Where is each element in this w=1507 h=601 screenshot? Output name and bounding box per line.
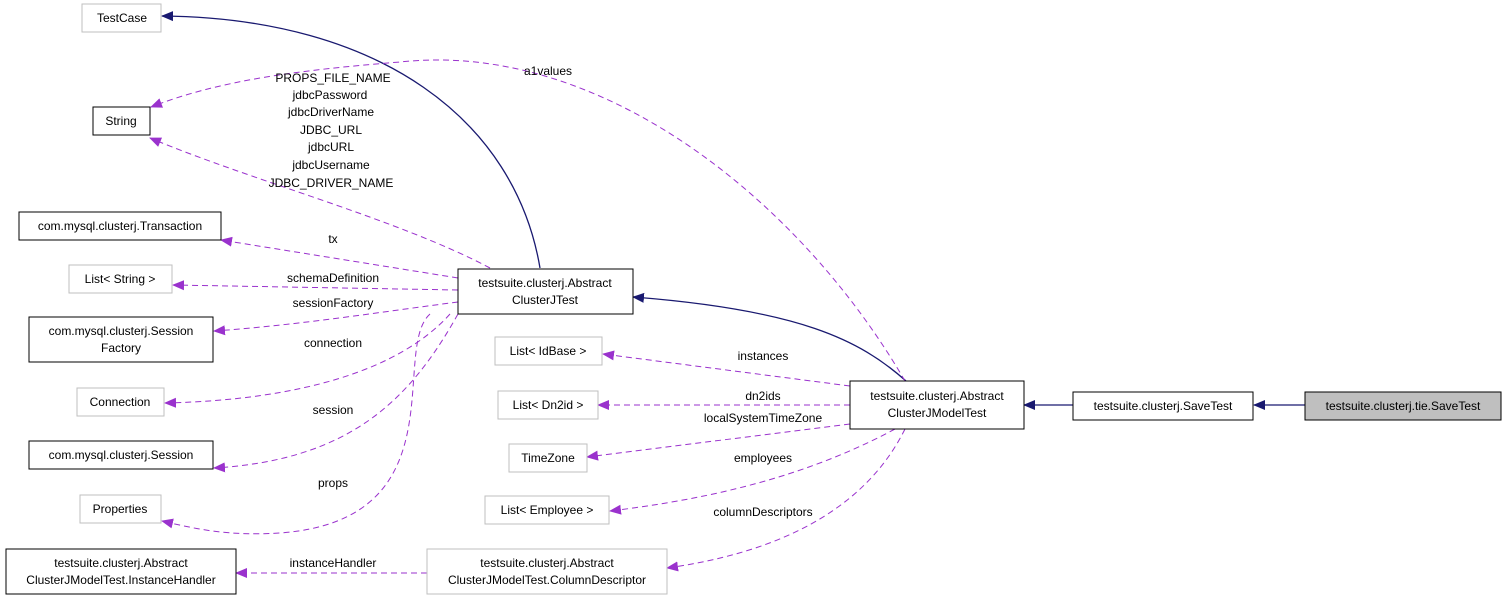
usage-edge-instances bbox=[602, 350, 851, 387]
edge-label-jdbc-driver-name: jdbcDriverName bbox=[287, 105, 374, 119]
node-session-factory[interactable]: com.mysql.clusterj.Session Factory bbox=[28, 316, 214, 363]
node-abstract-model-test[interactable]: testsuite.clusterj.Abstract ClusterJMode… bbox=[849, 380, 1025, 430]
node-abstract-model-test-label-line1: testsuite.clusterj.Abstract bbox=[870, 389, 1004, 403]
edge-label-jdbc-url: jdbcURL bbox=[307, 140, 354, 154]
usage-edge-a1values bbox=[150, 59, 906, 382]
node-list-employee-label: List< Employee > bbox=[501, 503, 594, 517]
edge-label-column-descriptors: columnDescriptors bbox=[713, 505, 812, 519]
node-save-test[interactable]: testsuite.clusterj.SaveTest bbox=[1072, 391, 1254, 421]
usage-edge-local-system-timezone bbox=[586, 423, 851, 461]
node-abstract-model-test-label-line2: ClusterJModelTest bbox=[888, 406, 987, 420]
node-instance-handler-label-line1: testsuite.clusterj.Abstract bbox=[54, 556, 188, 570]
edge-label-session-factory: sessionFactory bbox=[293, 296, 374, 310]
node-testcase[interactable]: TestCase bbox=[81, 3, 162, 33]
node-list-idbase-label: List< IdBase > bbox=[510, 344, 587, 358]
node-properties[interactable]: Properties bbox=[79, 494, 162, 524]
usage-edge-schema-definition bbox=[172, 280, 459, 291]
node-abstract-clusterj-test-label-line2: ClusterJTest bbox=[512, 293, 579, 307]
node-timezone-label: TimeZone bbox=[521, 451, 575, 465]
node-string-label: String bbox=[105, 114, 136, 128]
node-column-descriptor-label-line2: ClusterJModelTest.ColumnDescriptor bbox=[448, 573, 646, 587]
node-list-dn2id[interactable]: List< Dn2id > bbox=[497, 390, 599, 420]
usage-edge-string-fields bbox=[149, 137, 491, 269]
node-abstract-clusterj-test-label-line1: testsuite.clusterj.Abstract bbox=[478, 276, 612, 290]
edge-label-props-file-name: PROPS_FILE_NAME bbox=[275, 71, 390, 85]
edge-label-instance-handler: instanceHandler bbox=[290, 556, 377, 570]
node-abstract-clusterj-test[interactable]: testsuite.clusterj.Abstract ClusterJTest bbox=[457, 268, 634, 315]
usage-edge-employees bbox=[609, 428, 896, 515]
edge-label-jdbc-driver-name-const: JDBC_DRIVER_NAME bbox=[269, 176, 394, 190]
node-column-descriptor[interactable]: testsuite.clusterj.Abstract ClusterJMode… bbox=[426, 548, 668, 595]
node-transaction-label: com.mysql.clusterj.Transaction bbox=[38, 219, 202, 233]
node-save-test-label: testsuite.clusterj.SaveTest bbox=[1094, 399, 1233, 413]
edge-label-instances: instances bbox=[738, 349, 789, 363]
node-string[interactable]: String bbox=[92, 106, 151, 136]
node-timezone[interactable]: TimeZone bbox=[508, 443, 588, 473]
inheritance-edge-abstract-test-to-testcase bbox=[161, 11, 541, 269]
node-list-string-label: List< String > bbox=[85, 272, 156, 286]
edge-label-session: session bbox=[313, 403, 354, 417]
node-session-label: com.mysql.clusterj.Session bbox=[49, 448, 194, 462]
node-column-descriptor-label-line1: testsuite.clusterj.Abstract bbox=[480, 556, 614, 570]
edge-label-tx: tx bbox=[328, 232, 337, 246]
edge-label-dn2ids: dn2ids bbox=[745, 389, 780, 403]
node-connection[interactable]: Connection bbox=[76, 387, 165, 417]
usage-edge-session bbox=[213, 313, 459, 473]
node-properties-label: Properties bbox=[93, 502, 148, 516]
node-list-employee[interactable]: List< Employee > bbox=[484, 495, 610, 525]
edge-label-jdbc-password: jdbcPassword bbox=[292, 88, 368, 102]
node-session-factory-label-line2: Factory bbox=[101, 341, 141, 355]
node-list-string[interactable]: List< String > bbox=[68, 264, 173, 294]
usage-edge-column-descriptors bbox=[666, 428, 906, 572]
usage-edge-tx bbox=[220, 236, 459, 279]
node-transaction[interactable]: com.mysql.clusterj.Transaction bbox=[18, 211, 222, 241]
usage-edge-connection bbox=[164, 313, 451, 408]
node-session-factory-label-line1: com.mysql.clusterj.Session bbox=[49, 324, 194, 338]
edge-label-local-system-timezone: localSystemTimeZone bbox=[704, 411, 823, 425]
node-session[interactable]: com.mysql.clusterj.Session bbox=[28, 440, 214, 470]
node-testcase-label: TestCase bbox=[97, 11, 147, 25]
edge-label-employees: employees bbox=[734, 451, 792, 465]
edge-label-jdbc-url-const: JDBC_URL bbox=[300, 123, 362, 137]
node-tie-save-test[interactable]: testsuite.clusterj.tie.SaveTest bbox=[1304, 391, 1502, 421]
inheritance-edge-model-test-to-abstract-test bbox=[632, 292, 907, 382]
edge-label-connection: connection bbox=[304, 336, 362, 350]
edge-label-jdbc-username: jdbcUsername bbox=[291, 158, 370, 172]
node-tie-save-test-label: testsuite.clusterj.tie.SaveTest bbox=[1326, 399, 1481, 413]
node-list-dn2id-label: List< Dn2id > bbox=[513, 398, 584, 412]
edge-label-schema-definition: schemaDefinition bbox=[287, 271, 379, 285]
usage-edge-session-factory bbox=[213, 301, 459, 336]
node-instance-handler-label-line2: ClusterJModelTest.InstanceHandler bbox=[26, 573, 215, 587]
node-connection-label: Connection bbox=[90, 395, 151, 409]
node-list-idbase[interactable]: List< IdBase > bbox=[494, 336, 603, 366]
edge-label-props: props bbox=[318, 476, 348, 490]
node-instance-handler[interactable]: testsuite.clusterj.Abstract ClusterJMode… bbox=[5, 548, 237, 595]
string-fields-label: PROPS_FILE_NAME jdbcPassword jdbcDriverN… bbox=[269, 71, 394, 190]
edge-label-a1values: a1values bbox=[524, 64, 572, 78]
